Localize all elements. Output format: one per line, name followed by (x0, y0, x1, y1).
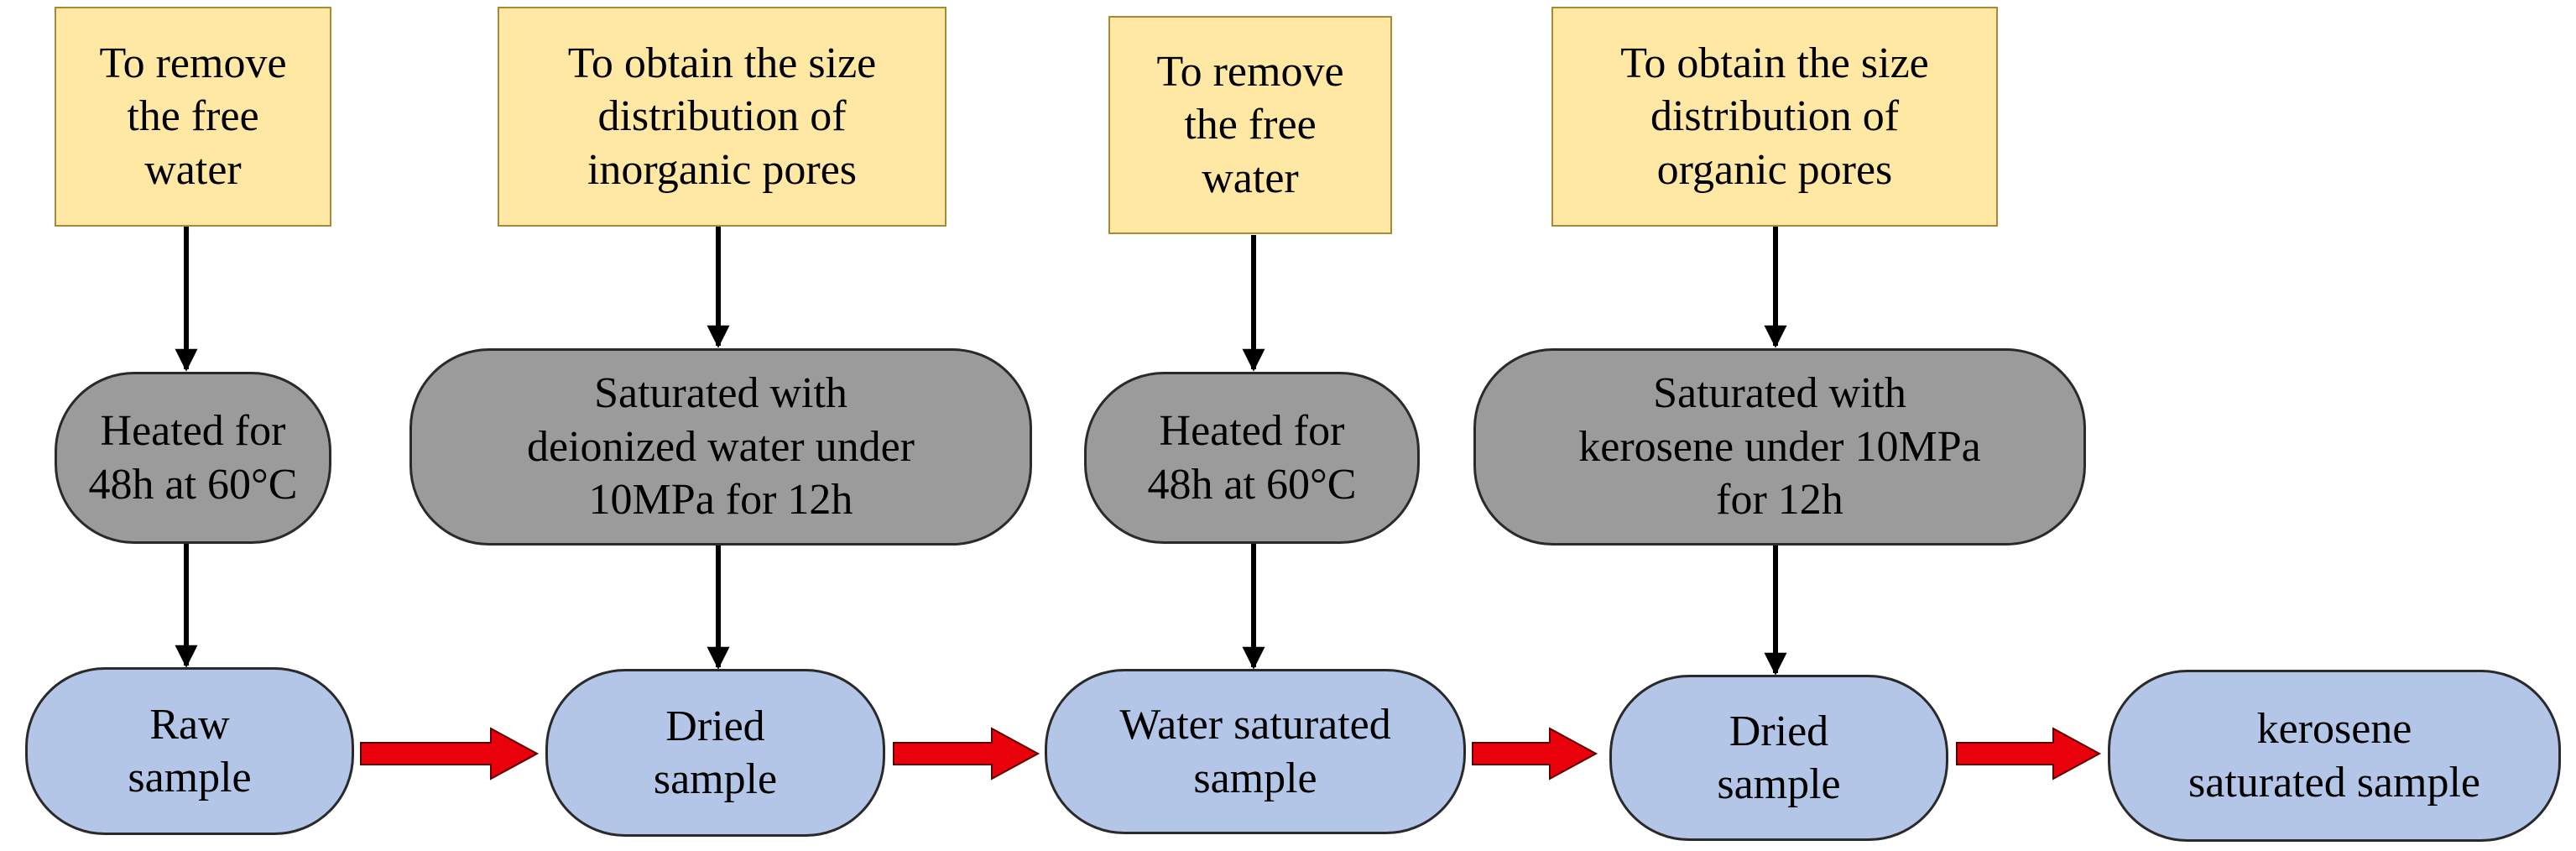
flow-arrow-3 (1472, 727, 1598, 781)
goal-box-1: To remove the free water (55, 7, 331, 227)
goal-box-4: To obtain the size distribution of organ… (1551, 7, 1998, 227)
sample-water-saturated: Water saturated sample (1045, 669, 1466, 834)
goal-box-3: To remove the free water (1108, 16, 1392, 234)
flow-arrow-1 (360, 727, 540, 781)
sample-kerosene-saturated: kerosene saturated sample (2108, 670, 2561, 842)
sample-dried-2: Dried sample (1609, 675, 1948, 841)
goal-box-2: To obtain the size distribution of inorg… (498, 7, 946, 227)
process-step-2: Saturated with deionized water under 10M… (409, 348, 1032, 546)
flow-arrow-2 (893, 727, 1040, 781)
process-step-3: Heated for 48h at 60°C (1084, 372, 1420, 544)
sample-dried-1: Dried sample (545, 669, 885, 837)
process-step-4: Saturated with kerosene under 10MPa for … (1473, 348, 2086, 546)
process-step-1: Heated for 48h at 60°C (55, 372, 331, 544)
flow-arrow-4 (1956, 727, 2102, 781)
sample-raw: Raw sample (25, 667, 354, 835)
